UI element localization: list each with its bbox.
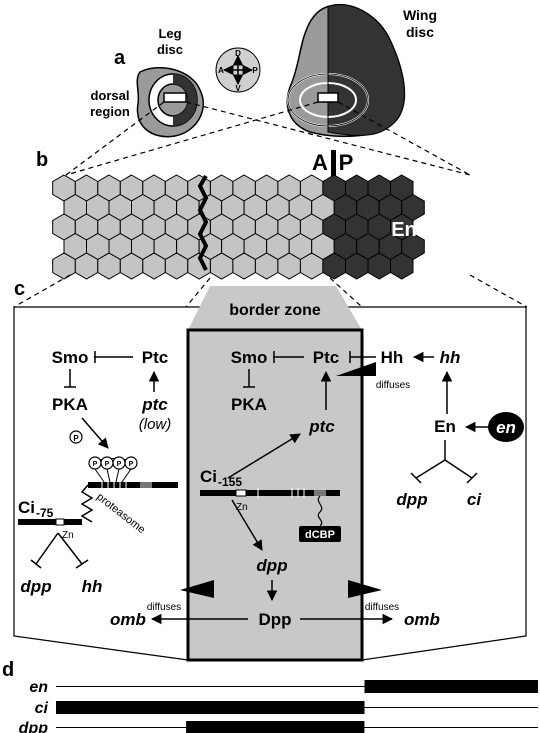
zoom-lines-b-c <box>13 274 528 308</box>
right-diffuses: diffuses <box>365 602 399 613</box>
svg-text:P: P <box>105 461 110 468</box>
svg-text:P: P <box>129 461 134 468</box>
expression-label-dpp: dpp <box>19 720 49 733</box>
left-ptc: Ptc <box>142 348 168 367</box>
border-zone-pathway: Smo Ptc PKA ptc Ci -155 Zn dCBP dpp Dpp <box>150 348 394 629</box>
engrailed-domain-label: En <box>391 219 417 241</box>
left-diffuses: diffuses <box>147 602 181 613</box>
hh-gene: hh <box>440 348 461 367</box>
right-dpp: dpp <box>396 490 427 509</box>
wing-disc <box>286 3 406 138</box>
leg-disc-label-2: disc <box>157 42 183 57</box>
center-ptc: Ptc <box>313 348 339 367</box>
right-gradient-wedge <box>348 580 382 598</box>
left-omb: omb <box>110 610 146 629</box>
en-protein: En <box>434 417 456 436</box>
border-zone-label: border zone <box>229 302 321 319</box>
right-omb: omb <box>404 610 440 629</box>
center-smo: Smo <box>231 348 268 367</box>
hh-diffuses: diffuses <box>376 380 410 391</box>
border-zone-edge <box>197 174 209 271</box>
left-ptc-low: (low) <box>139 416 172 433</box>
svg-text:P: P <box>117 461 122 468</box>
center-pka: PKA <box>231 395 267 414</box>
compass-d: D <box>235 49 241 58</box>
ci75-sub: -75 <box>36 506 54 520</box>
dorsal-region-label-2: region <box>90 104 130 119</box>
wing-disc-label-1: Wing <box>403 7 437 23</box>
left-hh: hh <box>82 577 103 596</box>
expression-bar-dpp <box>186 721 365 733</box>
panel-label-b: b <box>36 149 48 171</box>
expression-profiles: en ci dpp <box>19 679 538 733</box>
posterior-pathway: Hh hh En en dpp ci <box>349 348 524 509</box>
panel-label-a: a <box>114 47 126 69</box>
posterior-label: P <box>339 150 354 175</box>
compass-a: A <box>218 66 224 75</box>
ci155-sub: -155 <box>218 475 242 489</box>
expression-label-ci: ci <box>35 700 49 717</box>
posterior-cell <box>390 252 414 280</box>
leg-disc-label-1: Leg <box>158 26 181 41</box>
center-zn: Zn <box>236 502 248 513</box>
center-ptc-gene: ptc <box>308 417 335 436</box>
wing-disc-label-2: disc <box>406 24 434 40</box>
compass-v: V <box>235 84 241 93</box>
left-dpp: dpp <box>20 577 51 596</box>
ap-boundary-marker <box>331 150 336 185</box>
hh-gradient-wedge <box>336 362 376 376</box>
panel-label-c: c <box>14 278 25 300</box>
border-zone-funnel <box>188 286 362 330</box>
expression-bar-ci <box>56 701 365 714</box>
compass-p: P <box>252 66 258 75</box>
left-smo: Smo <box>52 348 89 367</box>
left-zn: Zn <box>62 530 74 541</box>
dcbp-label: dCBP <box>305 529 335 541</box>
phosphate-free: P <box>73 434 79 443</box>
right-ci: ci <box>467 490 482 509</box>
left-ptc-gene: ptc <box>141 395 168 414</box>
dpp-protein: Dpp <box>258 610 291 629</box>
compass <box>215 47 261 93</box>
ci155-label: Ci <box>200 467 217 486</box>
phosphorylated-ci: P P P P <box>88 456 178 490</box>
cell-hexagon-grid <box>52 174 425 280</box>
en-gene: en <box>496 418 516 437</box>
left-pka: PKA <box>52 395 88 414</box>
zoom-lines-a-b <box>65 101 471 176</box>
dorsal-region-label-1: dorsal <box>90 88 129 103</box>
expression-bar-en <box>364 680 538 693</box>
left-gradient-wedge <box>180 580 214 598</box>
leg-disc <box>136 67 205 138</box>
svg-text:P: P <box>93 461 98 468</box>
panel-label-d: d <box>2 659 14 681</box>
hh-protein: Hh <box>381 348 404 367</box>
anterior-label: A <box>312 150 328 175</box>
center-dpp-gene: dpp <box>256 556 287 575</box>
ci75-label: Ci <box>18 498 35 517</box>
expression-label-en: en <box>29 679 48 696</box>
